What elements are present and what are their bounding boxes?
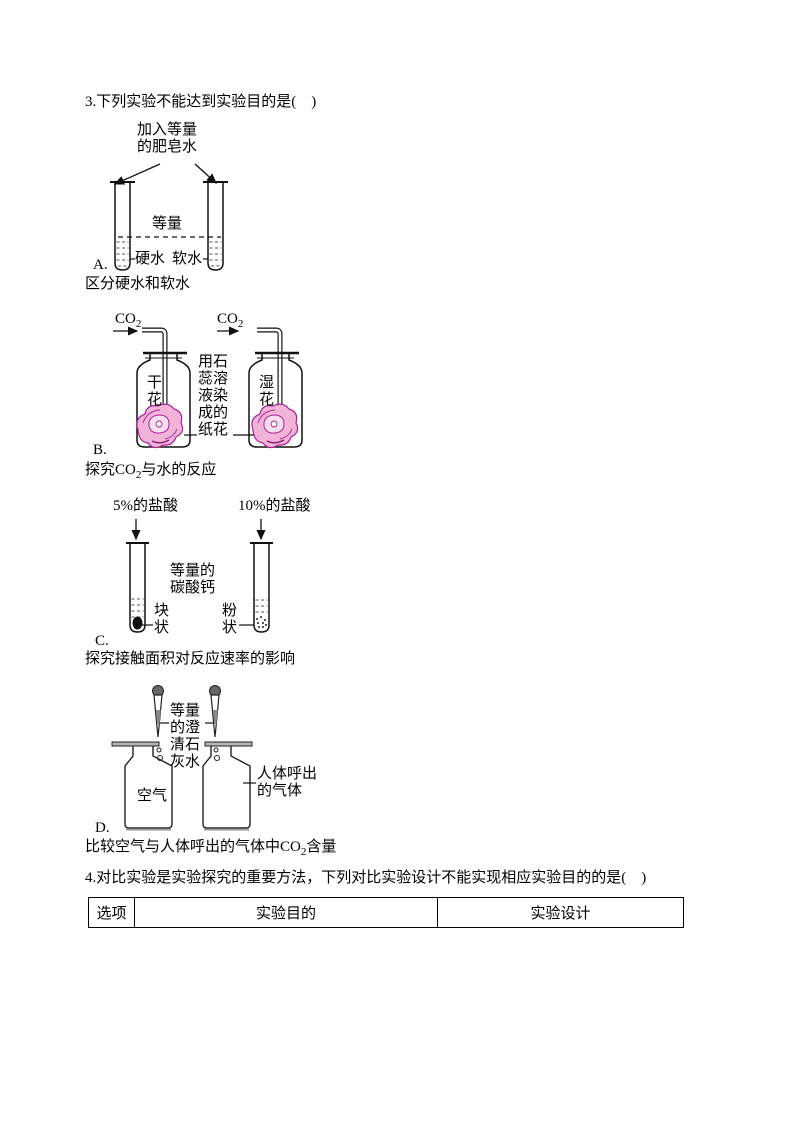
option-c-diagram <box>126 519 273 633</box>
flower-icon <box>136 403 184 449</box>
hard-water-label: 硬水 <box>135 251 166 267</box>
caption-co2-sub: 2 <box>135 469 142 481</box>
option-d-diagram <box>111 685 256 831</box>
soap-annotation: 加入等量的肥皂水 <box>137 122 198 155</box>
co2-base: CO <box>217 311 238 327</box>
powder-label: 粉状 <box>222 603 238 636</box>
co2-sub: 2 <box>135 318 142 330</box>
co2-sub: 2 <box>237 318 244 330</box>
dropper-icon <box>152 685 164 738</box>
table-header-purpose: 实验目的 <box>134 897 438 928</box>
option-d-section: 等量的澄清石灰水 空气 人体呼出的气体 D. 比较空气与人体呼出的气体中CO2含… <box>85 682 375 860</box>
caption-co2: CO <box>280 839 301 855</box>
caco3-lump <box>132 616 143 630</box>
caption-co2-sub: 2 <box>300 846 307 858</box>
test-tube-lump <box>126 542 149 633</box>
drop-arrows <box>131 519 266 541</box>
question-4-text: 4.对比实验是实验探究的重要方法，下列对比实验设计不能实现相应实验目的的是( ) <box>85 870 647 886</box>
caco3-powder <box>256 616 267 628</box>
limewater-drops <box>156 747 220 761</box>
option-a-caption: 区分硬水和软水 <box>85 276 191 292</box>
option-d-letter: D. <box>95 820 110 836</box>
co2-label: CO2 <box>217 311 244 330</box>
ground-glass-lid <box>111 741 253 747</box>
q4-table: 选项 实验目的 实验设计 <box>88 897 684 928</box>
acid-10-label: 10%的盐酸 <box>238 498 311 514</box>
table-header-option: 选项 <box>88 897 135 928</box>
option-b-diagram <box>113 326 303 449</box>
caption-suffix: 含量 <box>306 839 337 855</box>
delivery-tube-left <box>142 327 168 417</box>
exhaled-gas-label: 人体呼出的气体 <box>257 766 318 799</box>
option-c-section: 5%的盐酸 10%的盐酸 等量的碳酸钙 块状 粉状 C. 探究接触面积对反应速率… <box>85 495 335 670</box>
option-c-caption: 探究接触面积对反应速率的影响 <box>85 651 296 667</box>
soft-water-label: 软水 <box>172 251 203 267</box>
dry-flower-label: 干花 <box>147 375 163 408</box>
question-3-text: 3.下列实验不能达到实验目的是( ) <box>85 94 317 110</box>
table-header-row: 选项 实验目的 实验设计 <box>88 897 684 928</box>
option-a-letter: A. <box>93 257 108 273</box>
pour-arrows <box>113 163 217 185</box>
caption-co2: CO <box>115 462 136 478</box>
test-tube-right <box>203 181 228 271</box>
collection-bottle-exhaled <box>202 746 251 829</box>
collection-bottle-air <box>124 746 173 829</box>
test-tube-left <box>110 181 135 271</box>
caption-suffix: 与水的反应 <box>141 462 217 478</box>
co2-label: CO2 <box>115 311 142 330</box>
option-b-section: CO2 CO2 干花 湿花 用石蕊溶液染成的纸花 B. 探究CO2与水的反应 <box>85 305 335 485</box>
dropper-icon <box>209 685 221 738</box>
option-c-letter: C. <box>95 633 109 649</box>
lump-label: 块状 <box>154 603 170 636</box>
test-tube-powder <box>250 542 273 633</box>
option-d-caption: 比较空气与人体呼出的气体中CO2含量 <box>85 839 337 858</box>
litmus-paper-note: 用石蕊溶液染成的纸花 <box>198 354 229 438</box>
air-label: 空气 <box>137 788 168 804</box>
caption-prefix: 探究 <box>85 462 116 478</box>
option-b-caption: 探究CO2与水的反应 <box>85 462 217 481</box>
co2-base: CO <box>115 311 136 327</box>
table-header-design: 实验设计 <box>437 897 684 928</box>
acid-5-label: 5%的盐酸 <box>113 498 178 514</box>
option-a-section: 加入等量的肥皂水 等量 硬水 软水 A. 区分硬水和软水 <box>85 118 335 296</box>
equal-amount-label: 等量 <box>152 216 183 232</box>
option-b-letter: B. <box>93 442 107 458</box>
equal-limewater-note: 等量的澄清石灰水 <box>170 703 201 770</box>
caption-prefix: 比较空气与人体呼出的气体中 <box>85 839 281 855</box>
delivery-tube-right <box>257 327 283 417</box>
flower-icon <box>251 403 299 449</box>
option-a-diagram <box>110 163 228 271</box>
wet-flower-label: 湿花 <box>259 375 275 408</box>
gas-bottle-left <box>136 351 191 448</box>
equal-caco3-label: 等量的碳酸钙 <box>170 563 216 596</box>
